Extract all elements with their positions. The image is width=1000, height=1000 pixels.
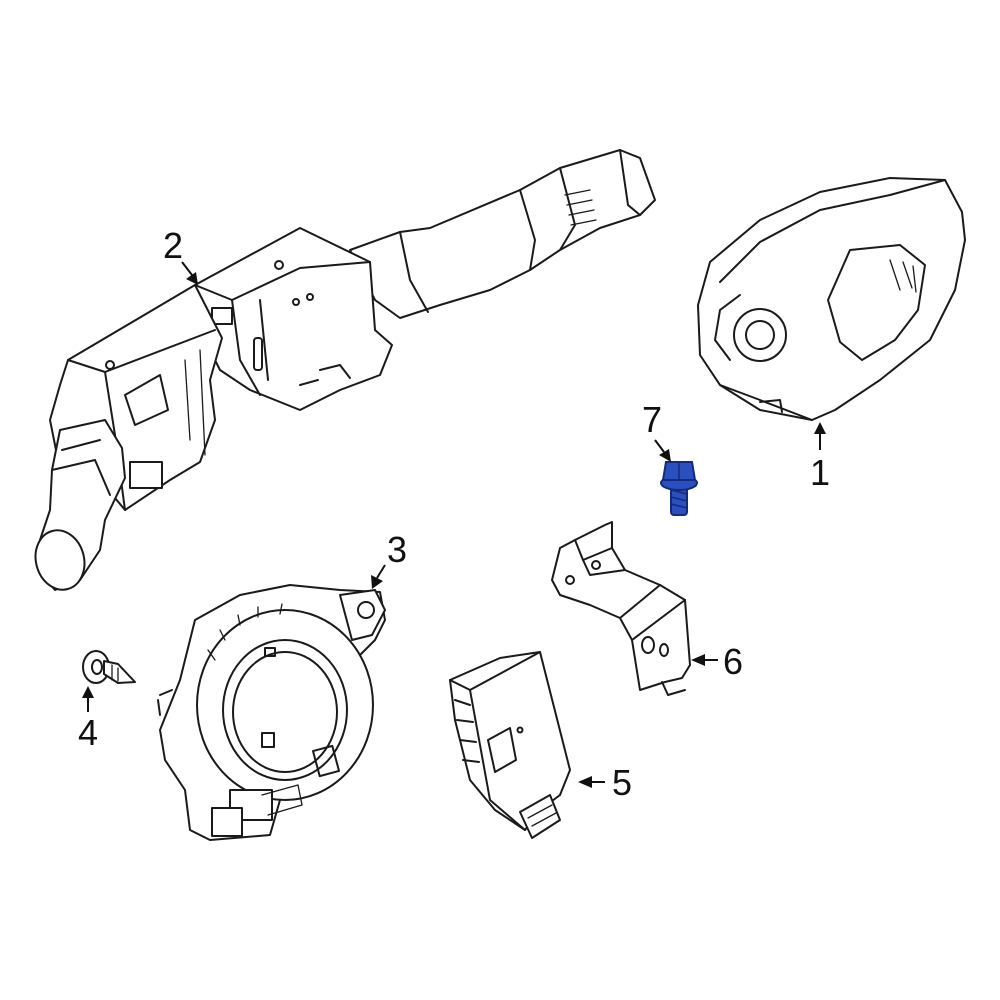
combination-switch-icon[interactable] [29, 149, 656, 595]
callout-4: 4 [78, 712, 98, 753]
callout-3: 3 [387, 529, 407, 570]
push-pin-clip-icon[interactable] [82, 650, 136, 684]
flange-bolt-icon[interactable] [660, 461, 698, 516]
control-module-icon[interactable] [449, 651, 571, 839]
callout-2: 2 [163, 225, 183, 266]
callout-1: 1 [810, 452, 830, 493]
callout-6: 6 [723, 641, 743, 682]
steering-column-shroud-icon[interactable] [697, 177, 966, 421]
mounting-bracket-icon[interactable] [551, 521, 691, 696]
callout-5: 5 [612, 762, 632, 803]
clockspring-icon[interactable] [157, 584, 386, 841]
leader-lines [82, 261, 826, 788]
callout-7: 7 [642, 399, 662, 440]
